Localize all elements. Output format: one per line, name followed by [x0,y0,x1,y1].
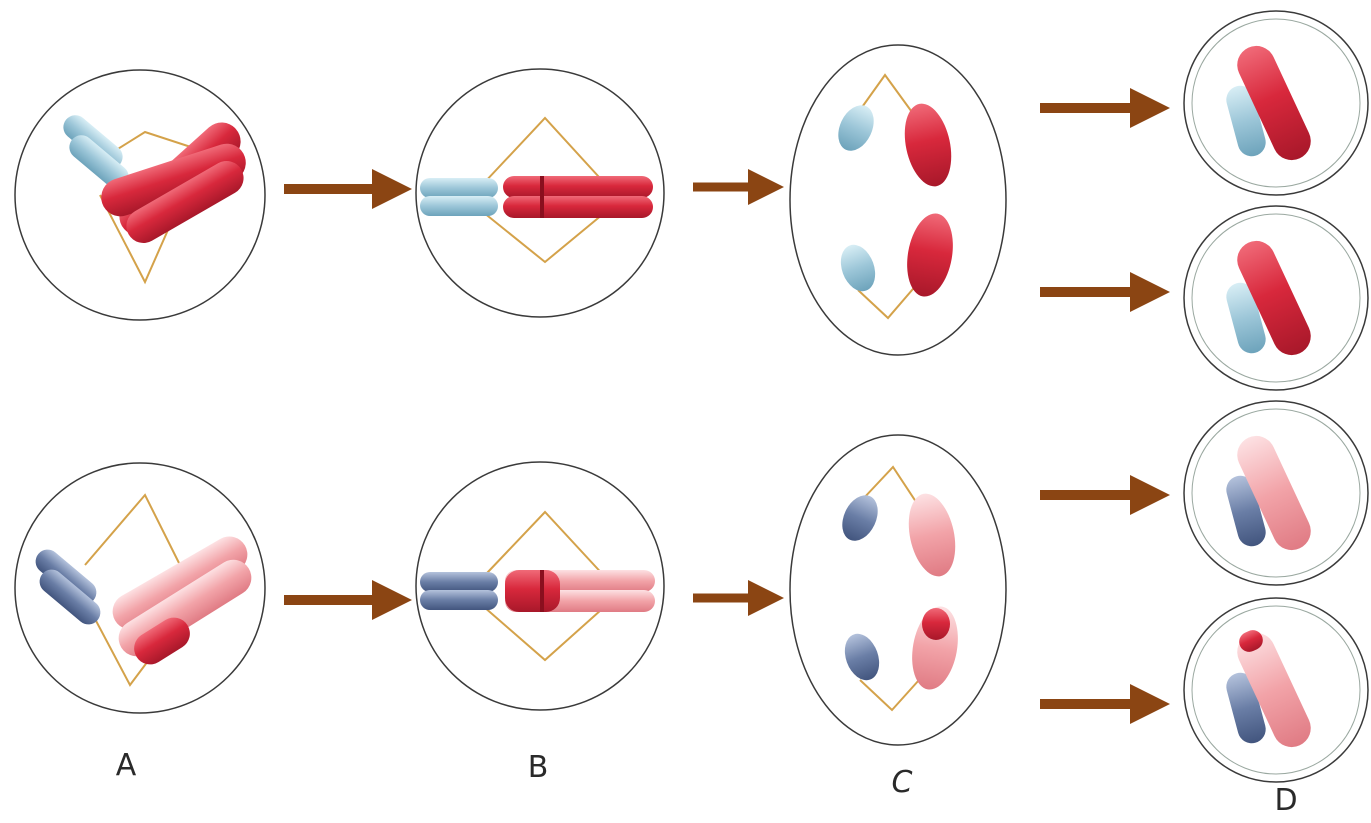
cell-a-bottom [15,463,265,713]
chromosome-pink-b-bottom [505,570,655,612]
cell-d1 [1184,11,1368,195]
cell-d3 [1184,401,1368,585]
chromosome-pink-a-bottom [106,530,258,671]
label-b: B [528,753,549,783]
label-d: D [1274,786,1297,816]
cell-d2 [1184,206,1368,390]
cell-c-top [790,45,1006,355]
cell-d4 [1184,598,1368,782]
cell-b-bottom [416,462,664,710]
chromosome-dark-blue-b-bottom [420,572,498,610]
label-a: A [116,751,137,781]
label-c: C [892,768,913,798]
chromosome-dark-blue-a-bottom [31,545,106,630]
chromosome-red-a-top [96,115,250,250]
cell-c-bottom [790,435,1006,745]
chromosome-red-b-top [503,176,653,218]
cell-a-top [15,70,265,320]
chromosome-light-blue-b-top [420,178,498,216]
cell-b-top [416,69,664,317]
